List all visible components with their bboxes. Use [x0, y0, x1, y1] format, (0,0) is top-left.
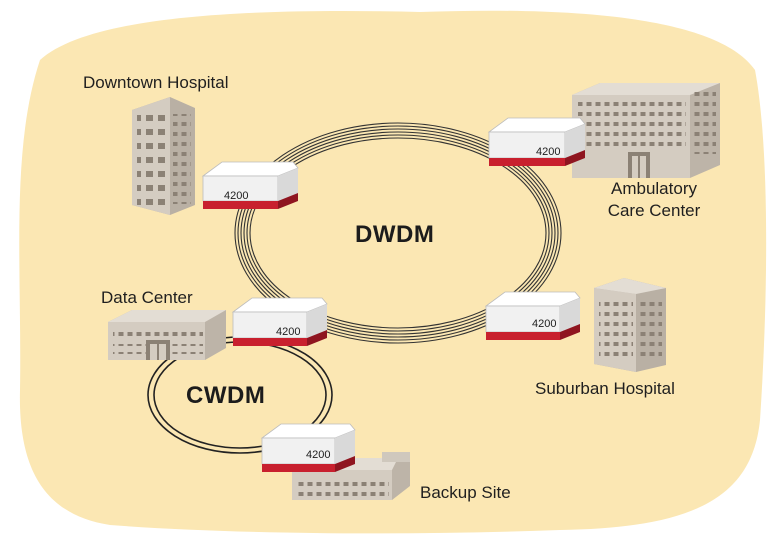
data-center-building [108, 310, 226, 360]
data-center-label: Data Center [101, 288, 193, 307]
node-suburban[interactable]: 4200 [484, 291, 581, 340]
dwdm-ring [234, 122, 562, 344]
node-backup[interactable]: 4200 [260, 423, 356, 472]
node-downtown-label: 4200 [224, 190, 248, 202]
node-datacenter[interactable]: 4200 [231, 297, 328, 346]
node-downtown[interactable]: 4200 [201, 161, 299, 209]
downtown-hospital-label: Downtown Hospital [83, 73, 229, 92]
cwdm-label: CWDM [186, 382, 266, 409]
node-datacenter-label: 4200 [276, 326, 300, 338]
dwdm-label: DWDM [355, 221, 435, 248]
backup-site-building [292, 452, 410, 500]
ambulatory-care-building [572, 83, 720, 178]
node-ambulatory[interactable]: 4200 [487, 117, 586, 166]
suburban-hospital-label: Suburban Hospital [535, 379, 675, 398]
node-ambulatory-label: 4200 [536, 146, 560, 158]
ambulatory-care-label: Ambulatory Care Center [589, 178, 719, 222]
suburban-hospital-building [594, 278, 666, 372]
node-suburban-label: 4200 [532, 318, 556, 330]
node-backup-label: 4200 [306, 449, 330, 461]
ambulatory-line2: Care Center [607, 201, 701, 220]
backup-site-label: Backup Site [420, 483, 511, 502]
downtown-hospital-building [132, 97, 195, 215]
ambulatory-line1: Ambulatory [611, 179, 697, 198]
